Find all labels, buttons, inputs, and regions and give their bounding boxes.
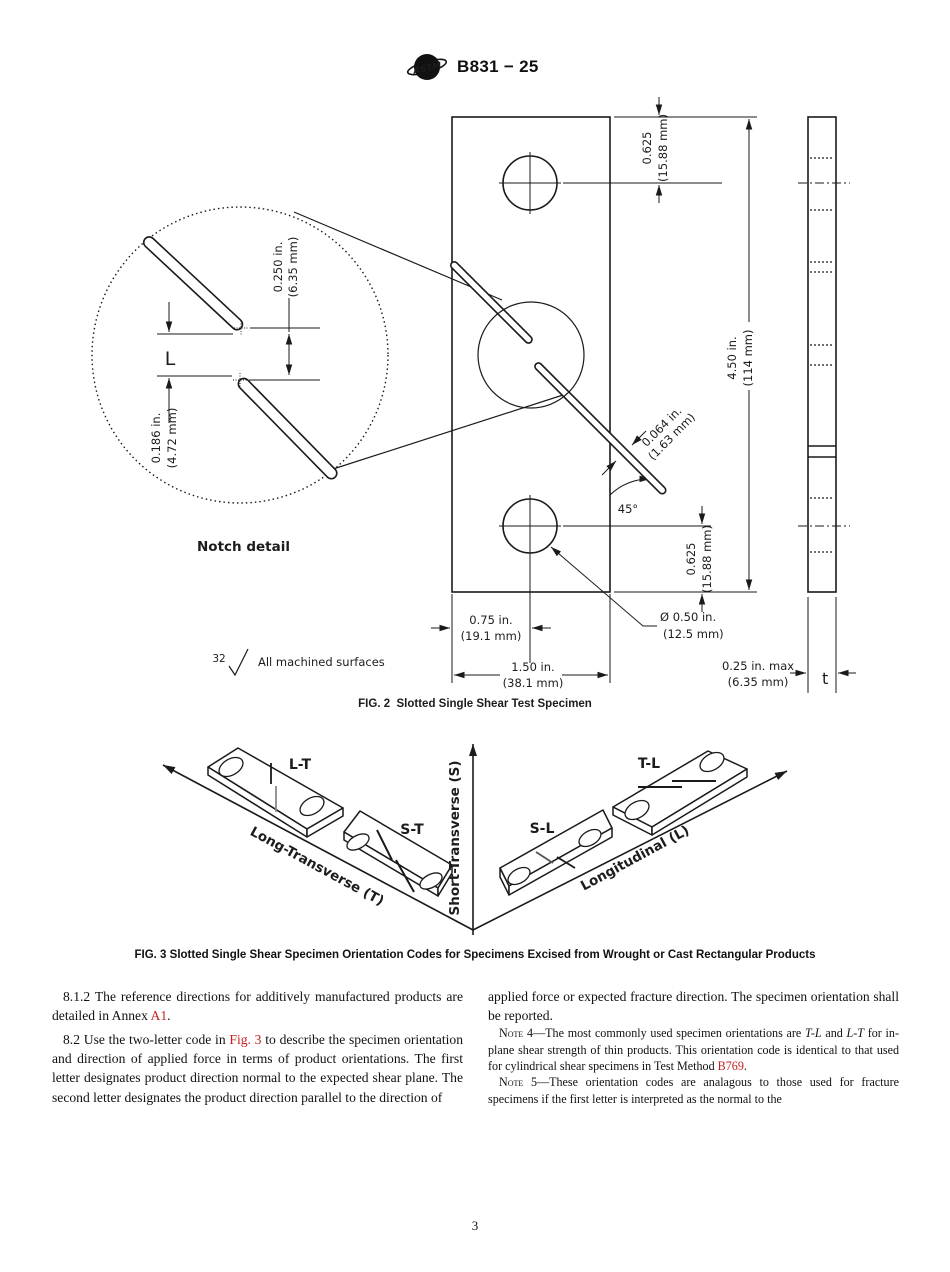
text-segment: 8.2 Use the two-letter code in: [63, 1031, 230, 1047]
thickness-symbol: t: [822, 669, 828, 688]
notch-detail-title: Notch detail: [197, 539, 290, 555]
bolt-hole: [299, 795, 325, 817]
bolt-hole: [507, 866, 531, 886]
specimen-bar-sl: [499, 809, 613, 896]
page-number: 3: [471, 1218, 479, 1233]
surface-finish-note: All machined surfaces: [258, 655, 385, 669]
fig3-drawing: Short-Transverse (S) Long-Transverse (T)…: [162, 744, 788, 935]
cross-reference-link[interactable]: A1: [150, 1008, 168, 1024]
surface-finish-symbol: [228, 648, 249, 677]
bolt-hole: [578, 828, 602, 848]
note-5: Note 5—These orientation codes are anala…: [488, 1074, 899, 1107]
ligament-label: L: [165, 348, 176, 370]
detail-reference-circle: [477, 301, 585, 409]
slot-mark: [376, 829, 393, 861]
specimen-label-st: S-T: [400, 822, 424, 838]
text-segment: 5—These orientation codes are analagous …: [488, 1075, 899, 1106]
notch-upper-slot: [142, 236, 244, 331]
lower-slot: [534, 362, 667, 495]
notch-lower-slot: [237, 377, 338, 480]
bolt-hole: [218, 756, 244, 778]
fig2-caption: FIG. 2 Slotted Single Shear Test Specime…: [358, 698, 592, 710]
specimen-bar-tl: [612, 750, 748, 836]
fig2-drawing: 0.625 (15.88 mm) 4.50 in. (114 mm) 0.625…: [91, 97, 856, 710]
dim-hole-dia-mm: (12.5 mm): [663, 627, 724, 641]
upper-slot: [449, 260, 533, 344]
astm-logo: ASTM: [406, 54, 448, 80]
slot-mark: [395, 859, 415, 893]
top-hole: [502, 155, 558, 211]
note-4: Note 4—The most commonly used specimen o…: [488, 1025, 899, 1074]
dim-notch-offset-mm: (4.72 mm): [165, 408, 179, 469]
fig3-caption: FIG. 3 Slotted Single Shear Specimen Ori…: [134, 949, 816, 961]
dim-bottom-offset-mm: (15.88 mm): [700, 525, 714, 593]
text-column-right: applied force or expected fracture direc…: [488, 987, 899, 1107]
center-lines: [798, 182, 850, 527]
text-segment: .: [167, 1008, 171, 1024]
text-segment: and: [821, 1026, 847, 1041]
dim-notch-spacing-in: 0.250 in.: [271, 242, 285, 293]
dim-top-offset-in: 0.625: [640, 132, 654, 165]
axis-label-short-transverse: Short-Transverse (S): [447, 760, 463, 915]
dim-top-offset-mm: (15.88 mm): [656, 114, 670, 182]
dim-height-in: 4.50 in.: [725, 336, 739, 379]
side-view-hidden-lines: [810, 157, 834, 553]
surface-finish-value: 32: [212, 653, 225, 665]
dim-hole-x-mm: (19.1 mm): [461, 629, 522, 643]
cross-reference-link[interactable]: Fig. 3: [229, 1031, 262, 1047]
slot-mark: [535, 851, 554, 864]
dim-hole-x-in: 0.75 in.: [469, 613, 512, 627]
notch-detail-circle: [91, 206, 389, 504]
text-segment: Note: [499, 1075, 524, 1090]
bolt-hole: [419, 872, 443, 890]
dim-bottom-offset-in: 0.625: [684, 543, 698, 576]
dim-hole-dia-in: Ø 0.50 in.: [660, 610, 716, 624]
text-segment: 8.1.2 The reference directions for addit…: [52, 989, 463, 1024]
specimen-bar-st: [343, 810, 453, 897]
specimen-bar-lt: [207, 747, 344, 838]
specimen-label-lt: L-T: [289, 757, 312, 773]
specimen-outline: [449, 116, 837, 593]
side-view: [807, 116, 837, 593]
text-column-left: 8.1.2 The reference directions for addit…: [52, 987, 463, 1107]
dim-notch-spacing-mm: (6.35 mm): [286, 237, 300, 298]
specimen-plate: [451, 116, 611, 593]
bottom-hole: [502, 498, 558, 554]
slot-mark: [556, 856, 576, 869]
cross-reference-link[interactable]: B769: [717, 1059, 744, 1073]
long-transverse-axis: [162, 764, 474, 931]
bolt-hole: [699, 751, 725, 773]
orientation-axes: [162, 744, 788, 935]
dim-notch-offset-in: 0.186 in.: [149, 413, 163, 464]
text-segment: for in-plane shear strength of thin prod…: [488, 1026, 899, 1073]
bolt-hole: [346, 833, 370, 851]
paragraph-8-2: 8.2 Use the two-letter code in Fig. 3 to…: [52, 1030, 463, 1107]
astm-logo-orbit: [406, 58, 448, 76]
standard-designation: B831 − 25: [457, 57, 539, 76]
dim-width-mm: (38.1 mm): [503, 676, 564, 690]
text-segment: Note: [499, 1026, 524, 1041]
dim-height-mm: (114 mm): [741, 330, 755, 387]
text-segment: .: [743, 1059, 747, 1073]
dim-width-in: 1.50 in.: [511, 660, 554, 674]
specimen-label-tl: T-L: [638, 756, 660, 772]
longitudinal-axis: [472, 770, 788, 931]
dim-thickness-in: 0.25 in. max: [722, 659, 794, 673]
dim-thickness-mm: (6.35 mm): [728, 675, 789, 689]
bolt-hole: [624, 799, 650, 821]
specimen-label-sl: S-L: [530, 821, 555, 837]
text-segment: 4—The most commonly used specimen orient…: [523, 1026, 805, 1041]
fig3-labels: Short-Transverse (S) Long-Transverse (T)…: [247, 756, 692, 916]
slot-tip-center-marks: [233, 321, 248, 387]
dimension-lines: [157, 97, 856, 693]
text-segment: applied force or expected fracture direc…: [488, 989, 899, 1024]
paragraph-8-1-2: 8.1.2 The reference directions for addit…: [52, 987, 463, 1025]
text-segment: to describe the specimen orientation and…: [52, 1031, 463, 1105]
fig2-dimension-labels: 0.625 (15.88 mm) 4.50 in. (114 mm) 0.625…: [149, 114, 828, 690]
text-segment: L-T: [846, 1026, 864, 1041]
paragraph-8-2-continued: applied force or expected fracture direc…: [488, 987, 899, 1025]
text-segment: T-L: [805, 1026, 822, 1041]
dim-slot-angle: 45°: [618, 502, 638, 516]
notch-detail-view: [91, 206, 389, 504]
